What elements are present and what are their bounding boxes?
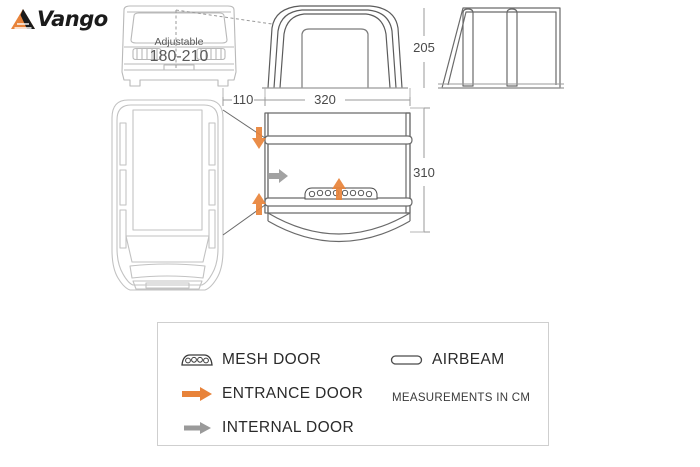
awning-front-elevation bbox=[262, 5, 408, 89]
entrance-door-arrow-bottom bbox=[252, 193, 266, 215]
legend-panel: MESH DOOR ENTRANCE DOOR INTERNAL DOOR bbox=[157, 322, 549, 446]
entrance-door-icon bbox=[180, 384, 222, 404]
vango-wordmark: Vango bbox=[37, 7, 108, 31]
van-top-view bbox=[111, 99, 224, 291]
dimension-value-205: 205 bbox=[413, 40, 435, 55]
entrance-door-arrow-top bbox=[252, 127, 266, 149]
legend-item-mesh-door: MESH DOOR bbox=[180, 343, 363, 377]
awning-floor-plan bbox=[264, 112, 413, 242]
legend-label-entrance-door: ENTRANCE DOOR bbox=[222, 385, 364, 402]
legend-label-airbeam: AIRBEAM bbox=[432, 351, 505, 368]
legend-column-left: MESH DOOR ENTRANCE DOOR INTERNAL DOOR bbox=[180, 343, 363, 445]
airbeam-icon bbox=[390, 350, 432, 370]
internal-door-arrow bbox=[267, 169, 288, 183]
dimension-value-320: 320 bbox=[314, 92, 336, 107]
mesh-door-icon bbox=[180, 350, 222, 370]
measurements-note: MEASUREMENTS IN CM bbox=[392, 392, 531, 404]
entrance-door-arrow-mesh bbox=[332, 178, 346, 200]
legend-item-internal-door: INTERNAL DOOR bbox=[180, 411, 363, 445]
vango-logo: Vango bbox=[10, 8, 108, 30]
adjustable-label-line2: 180-210 bbox=[150, 48, 209, 65]
legend-label-mesh-door: MESH DOOR bbox=[222, 351, 322, 368]
dimension-width-310 bbox=[410, 107, 430, 233]
van-rear-view bbox=[121, 5, 237, 87]
legend-item-entrance-door: ENTRANCE DOOR bbox=[180, 377, 363, 411]
dimension-value-110: 110 bbox=[233, 92, 254, 107]
legend-item-airbeam: AIRBEAM bbox=[390, 343, 530, 377]
mountain-triangle-icon bbox=[10, 8, 36, 30]
legend-label-internal-door: INTERNAL DOOR bbox=[222, 419, 355, 436]
adjustable-label-line1: Adjustable bbox=[154, 36, 203, 48]
dimension-value-310: 310 bbox=[413, 165, 435, 180]
dimension-row-depth bbox=[222, 88, 411, 106]
legend-column-right: AIRBEAM MEASUREMENTS IN CM bbox=[390, 343, 530, 411]
legend-note-row: MEASUREMENTS IN CM bbox=[390, 377, 530, 411]
internal-door-icon bbox=[180, 418, 222, 438]
awning-side-elevation bbox=[438, 7, 564, 89]
